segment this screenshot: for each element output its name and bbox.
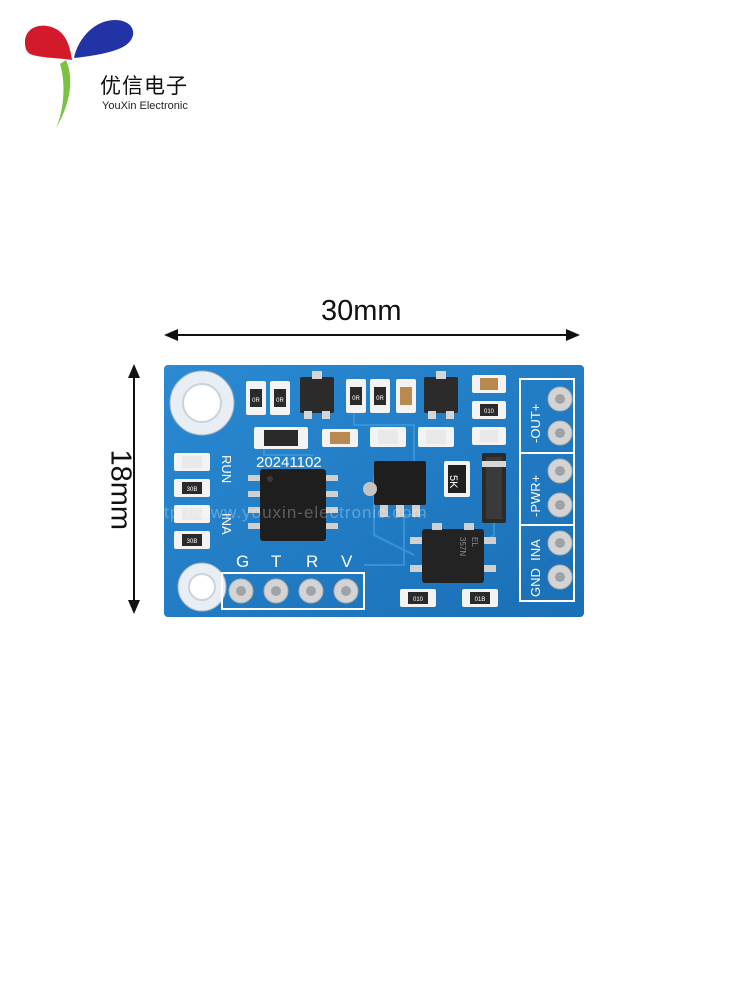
smd-code: 0R bbox=[352, 396, 360, 402]
smd-code: 30B bbox=[187, 539, 198, 545]
smd-code: 0R bbox=[252, 398, 260, 404]
brand-name-en: YouXin Electronic bbox=[102, 100, 188, 112]
resistor-code: 5K bbox=[447, 475, 459, 489]
uart-pin-label-v: V bbox=[341, 552, 353, 571]
smd-code: 0R bbox=[376, 396, 384, 402]
logo-blue-petal bbox=[74, 20, 134, 58]
smd-code: 010 bbox=[484, 409, 495, 415]
smd-code: 010 bbox=[413, 597, 424, 603]
width-arrow-left-head bbox=[164, 329, 178, 341]
pwr-header-label: -PWR+ bbox=[528, 475, 543, 517]
smd-code: 01B bbox=[475, 597, 486, 603]
smd-code: 30B bbox=[187, 487, 198, 493]
soic8-chip bbox=[248, 469, 338, 541]
logo-green-stem bbox=[56, 60, 71, 128]
width-dimension-label: 30mm bbox=[321, 295, 402, 327]
height-arrow-bottom-head bbox=[128, 600, 140, 614]
shunt-resistor: 5K bbox=[444, 461, 470, 497]
voltage-regulator bbox=[363, 461, 426, 517]
uart-header bbox=[221, 572, 365, 610]
pcb-board: 0R 0R 0R 0R 010 bbox=[164, 365, 584, 617]
left-indicator-parts: 30B 30B bbox=[174, 453, 210, 549]
uart-pin-label-r: R bbox=[306, 552, 318, 571]
smd-components-middle bbox=[254, 427, 454, 449]
gnd-ina-header-label: GND INA bbox=[528, 539, 543, 597]
height-dimension-label: 18mm bbox=[104, 449, 137, 531]
right-column-parts bbox=[482, 453, 506, 523]
chip-marking-1: 357N bbox=[458, 537, 467, 556]
mounting-hole-bottom-inner bbox=[188, 573, 216, 601]
logo-red-petal bbox=[25, 25, 72, 60]
width-arrow-right-head bbox=[566, 329, 580, 341]
uart-pin-label-g: G bbox=[236, 552, 249, 571]
smd-code: 0R bbox=[276, 398, 284, 404]
height-arrow-top-head bbox=[128, 364, 140, 378]
out-header-label: -OUT+ bbox=[528, 404, 543, 443]
ina-led-label: INA bbox=[219, 513, 234, 535]
mounting-hole-top-inner bbox=[182, 383, 222, 423]
youxin-logo-icon bbox=[25, 20, 134, 128]
chip-marking-2: EL bbox=[470, 537, 479, 547]
watermark-url: http://www.youxin-electronic.com bbox=[148, 503, 428, 522]
smd-components-bottom: 010 01B bbox=[400, 589, 498, 607]
run-led-label: RUN bbox=[219, 455, 234, 483]
uart-pin-label-t: T bbox=[271, 552, 281, 571]
pcb-date-code: 20241102 bbox=[256, 454, 322, 471]
current-sensor-chip: 357N EL bbox=[410, 523, 496, 583]
smd-components-top: 0R 0R 0R 0R 010 bbox=[246, 371, 506, 445]
brand-name-cn: 优信电子 bbox=[100, 75, 188, 98]
right-header bbox=[519, 378, 575, 602]
